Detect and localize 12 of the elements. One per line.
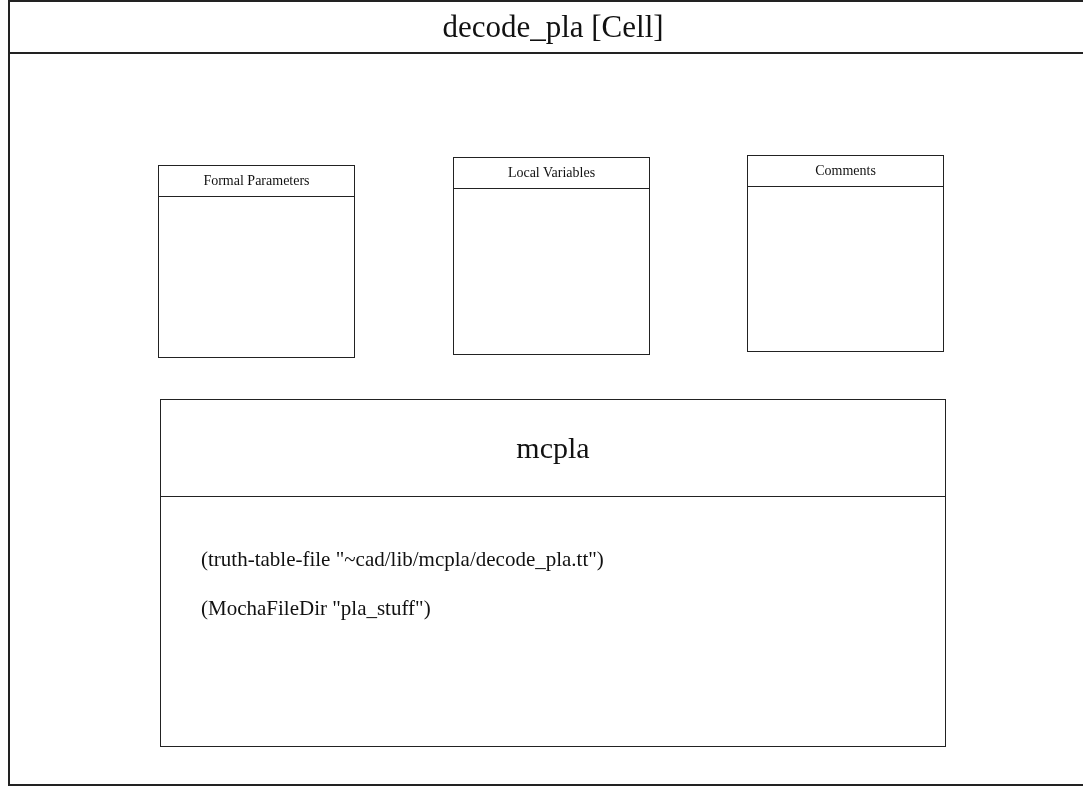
box-title: mcpla [516, 431, 590, 465]
section-box [453, 157, 650, 355]
property-text: (MochaFileDir "pla_stuff") [201, 596, 432, 621]
diagram-frame [8, 0, 1083, 786]
box-title: Comments [815, 163, 876, 179]
section-box [158, 165, 355, 358]
frame-heading: decode_pla [Cell] [442, 9, 664, 45]
box-title: Formal Parameters [203, 173, 310, 189]
property-text: (truth-table-file "~cad/lib/mcpla/decode_pla.tt") [201, 547, 605, 572]
cell-box [160, 399, 946, 747]
box-title: Local Variables [507, 165, 596, 181]
section-box [747, 155, 944, 352]
